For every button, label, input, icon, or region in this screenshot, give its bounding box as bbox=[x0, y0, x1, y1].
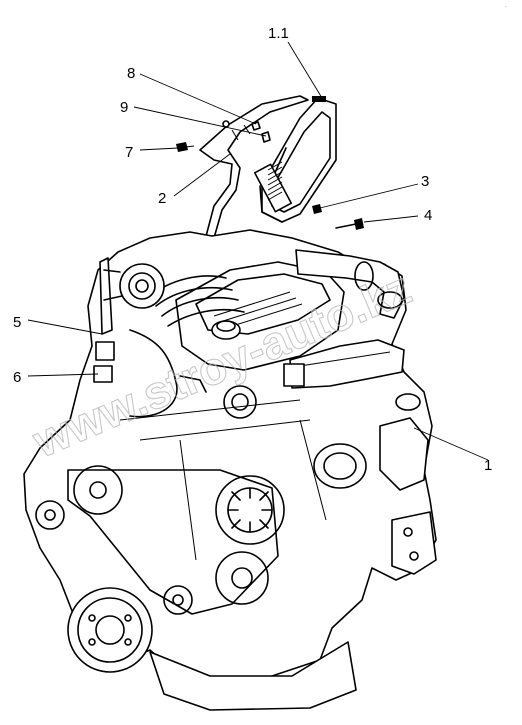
engine-assembly bbox=[23, 229, 437, 711]
ecu-control-unit bbox=[253, 96, 337, 223]
callout-9: 9 bbox=[120, 99, 128, 116]
callout-3: 3 bbox=[421, 173, 429, 190]
bolt-3 bbox=[312, 204, 322, 214]
callout-5: 5 bbox=[13, 314, 21, 331]
callout-4: 4 bbox=[424, 207, 432, 224]
corner-mark: · bbox=[505, 4, 507, 10]
callout-1-1: 1.1 bbox=[268, 25, 289, 42]
bolt-8-9 bbox=[251, 121, 271, 143]
callout-8: 8 bbox=[127, 65, 135, 82]
callout-2: 2 bbox=[158, 190, 166, 207]
mounting-bracket-pipe bbox=[199, 95, 309, 241]
callout-6: 6 bbox=[13, 369, 21, 386]
callout-labels: 1.1 8 9 7 2 3 4 5 6 1 bbox=[13, 25, 492, 474]
bolt-7 bbox=[176, 142, 195, 152]
callout-1: 1 bbox=[484, 457, 492, 474]
callout-leaders bbox=[27, 41, 489, 461]
callout-7: 7 bbox=[125, 144, 133, 161]
bolt-4 bbox=[335, 218, 364, 230]
